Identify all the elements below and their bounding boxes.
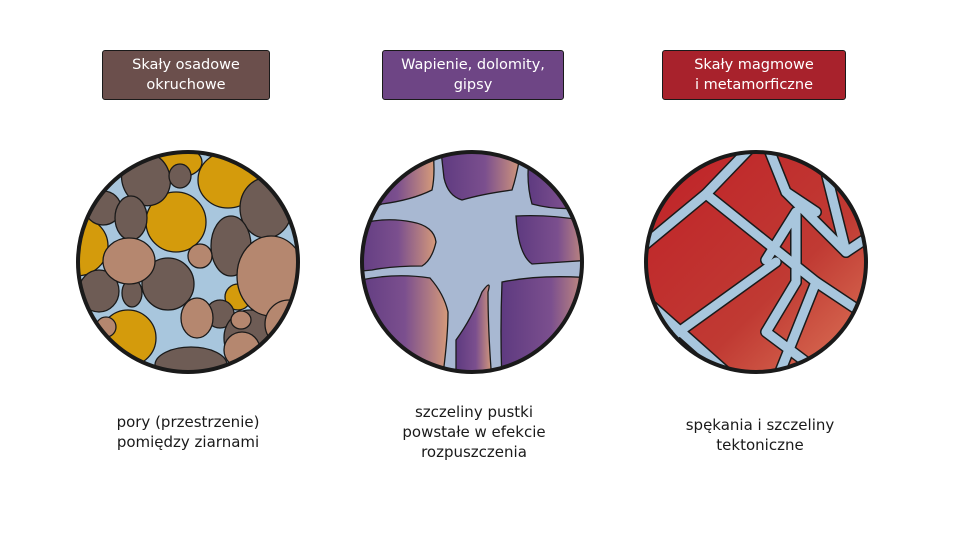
title-carbonates: Wapienie, dolomity, gipsy (382, 50, 564, 100)
title-igneous: Skały magmowe i metamorficzne (662, 50, 846, 100)
clastic-grains-illustration (76, 150, 300, 374)
caption-igneous-line2: tektoniczne (716, 436, 804, 454)
title-carbonates-line1: Wapienie, dolomity, (401, 57, 545, 73)
title-clastic-line1: Skały osadowe (132, 57, 240, 73)
title-carbonates-line2: gipsy (453, 77, 493, 93)
panel-clastic: Skały osadowe okruchowe (0, 0, 320, 540)
caption-clastic-line1: pory (przestrzenie) (116, 413, 260, 431)
caption-clastic: pory (przestrzenie) pomiędzy ziarnami (28, 412, 348, 452)
caption-igneous: spękania i szczeliny tektoniczne (600, 415, 920, 455)
disc-carbonates (352, 142, 592, 382)
disc-igneous (636, 142, 876, 382)
panel-igneous: Skały magmowe i metamorficzne (640, 0, 960, 540)
tectonic-fractures-illustration (644, 150, 868, 374)
caption-carbonates-line2: powstałe w efekcie (402, 423, 546, 441)
disc-clastic (68, 142, 308, 382)
caption-clastic-line2: pomiędzy ziarnami (116, 433, 260, 451)
dissolution-voids-illustration (360, 150, 584, 374)
caption-carbonates-line1: szczeliny pustki (414, 403, 534, 421)
caption-carbonates-line3: rozpuszczenia (421, 443, 527, 461)
title-clastic-line2: okruchowe (146, 77, 226, 93)
title-igneous-line2: i metamorficzne (694, 77, 814, 93)
title-clastic: Skały osadowe okruchowe (102, 50, 270, 100)
caption-carbonates: szczeliny pustki powstałe w efekcie rozp… (314, 402, 634, 462)
title-igneous-line1: Skały magmowe (694, 57, 814, 73)
caption-igneous-line1: spękania i szczeliny (685, 416, 835, 434)
panel-carbonates: Wapienie, dolomity, gipsy (320, 0, 640, 540)
